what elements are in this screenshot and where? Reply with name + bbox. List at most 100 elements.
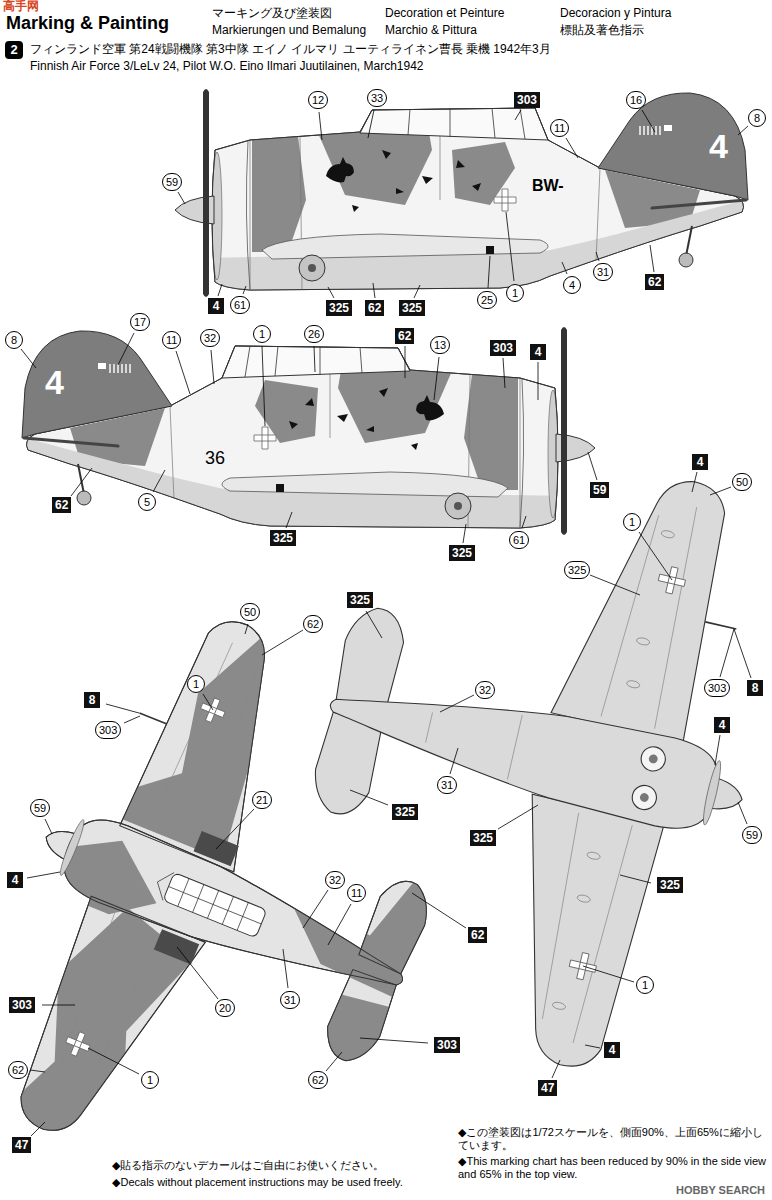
callout-number: 11 bbox=[347, 884, 366, 902]
callout-number: 8 bbox=[748, 109, 766, 127]
side-view-right bbox=[10, 327, 595, 558]
top-view bbox=[0, 889, 202, 1174]
callout-number: 31 bbox=[280, 991, 300, 1009]
watermark: HOBBY SEARCH bbox=[676, 1184, 765, 1197]
paint-code: 62 bbox=[365, 300, 384, 316]
paint-code: 8 bbox=[84, 692, 100, 708]
callout-number: 1 bbox=[506, 284, 524, 302]
top-view bbox=[0, 577, 533, 1200]
paint-code: 325 bbox=[657, 877, 683, 893]
callout-number: 32 bbox=[200, 329, 220, 347]
paint-code: 303 bbox=[9, 997, 35, 1013]
top-view bbox=[263, 826, 469, 1010]
callout-number: 4 bbox=[563, 276, 581, 294]
top-view bbox=[152, 868, 267, 938]
paint-code: 62 bbox=[468, 927, 487, 943]
top-view bbox=[139, 713, 166, 724]
callout-number: 26 bbox=[304, 325, 324, 343]
top-view bbox=[44, 820, 173, 929]
callout-number: 13 bbox=[430, 336, 450, 354]
paint-code: 4 bbox=[714, 717, 730, 733]
callout-number: 325 bbox=[564, 561, 590, 579]
callout-number: 50 bbox=[240, 603, 260, 621]
callout-number: 17 bbox=[130, 313, 150, 331]
callout-number: 20 bbox=[215, 999, 235, 1017]
header-text: Decoration et Peinture bbox=[385, 6, 504, 21]
paint-code: 62 bbox=[395, 328, 414, 344]
chart-title: Marking & Painting bbox=[6, 13, 169, 33]
callout-number: 8 bbox=[5, 331, 23, 349]
paint-code: 62 bbox=[645, 274, 664, 290]
header-text: Markierungen und Bemalung bbox=[212, 23, 366, 38]
callout-number: 303 bbox=[704, 679, 730, 697]
paint-code: 325 bbox=[326, 300, 352, 316]
paint-code: 325 bbox=[449, 545, 475, 561]
top-view bbox=[0, 585, 504, 1200]
note: ◆この塗装図は1/72スケールを、側面90%、上面65%に縮小しています。 bbox=[458, 1126, 768, 1152]
bottom-view bbox=[639, 744, 668, 773]
tail-number: 4 bbox=[709, 128, 728, 164]
top-view bbox=[62, 695, 228, 1060]
callout-number: 62 bbox=[308, 1071, 328, 1089]
callout-number: 1 bbox=[636, 976, 654, 994]
leader-line bbox=[21, 110, 751, 1136]
callout-number: 62 bbox=[303, 615, 323, 633]
paint-code: 62 bbox=[52, 497, 71, 513]
paint-code: 303 bbox=[490, 340, 516, 356]
callout-number: 59 bbox=[30, 799, 50, 817]
bottom-view bbox=[639, 792, 650, 803]
header-text: Finnish Air Force 3/LeLv 24, Pilot W.O. … bbox=[30, 59, 424, 74]
callout-number: 59 bbox=[162, 173, 182, 191]
bottom-view bbox=[263, 413, 772, 1091]
paint-code: 4 bbox=[692, 454, 708, 470]
bottom-view bbox=[700, 760, 723, 826]
paint-code: 47 bbox=[12, 1137, 31, 1153]
note: ◆貼る指示のないデカールはご自由にお使いください。 bbox=[112, 1158, 384, 1172]
bottom-view bbox=[636, 637, 650, 646]
callout-number: 25 bbox=[477, 291, 497, 309]
callout-number: 32 bbox=[325, 871, 345, 889]
bottom-view bbox=[626, 680, 640, 689]
bottom-view bbox=[367, 460, 705, 1045]
paint-code: 4 bbox=[7, 872, 23, 888]
paint-code: 8 bbox=[747, 680, 763, 696]
paint-code: 4 bbox=[208, 298, 224, 314]
callout-number: 31 bbox=[593, 263, 613, 281]
bottom-view bbox=[552, 1001, 566, 1010]
aircraft-code: BW- bbox=[532, 177, 564, 195]
callout-number: 303 bbox=[95, 721, 121, 739]
note: ◆This marking chart has been reduced by … bbox=[458, 1155, 768, 1181]
paint-code: 325 bbox=[270, 530, 296, 546]
header-text: Marchio & Pittura bbox=[385, 23, 477, 38]
callout-number: 1 bbox=[253, 325, 271, 343]
tail-number: 4 bbox=[45, 364, 64, 400]
callout-number: 62 bbox=[8, 1061, 28, 1079]
callout-number: 21 bbox=[252, 791, 272, 809]
paint-code: 59 bbox=[590, 482, 609, 498]
watermark: 高手网 bbox=[3, 0, 39, 13]
callout-number: 16 bbox=[626, 91, 646, 109]
paint-code: 303 bbox=[514, 92, 540, 108]
callout-number: 50 bbox=[732, 473, 752, 491]
bottom-view bbox=[648, 754, 659, 765]
paint-code: 325 bbox=[347, 592, 373, 608]
callout-number: 32 bbox=[475, 681, 495, 699]
callout-number: 33 bbox=[367, 89, 387, 107]
bottom-view bbox=[630, 783, 659, 812]
callout-number: 11 bbox=[162, 331, 181, 349]
header-text: Decoracion y Pintura bbox=[560, 6, 671, 21]
bottom-view bbox=[567, 564, 688, 982]
bottom-view bbox=[586, 851, 600, 860]
callout-number: 1 bbox=[141, 1071, 159, 1089]
side-view-left bbox=[175, 89, 760, 320]
paint-code: 4 bbox=[604, 1042, 620, 1058]
note: ◆Decals without placement instructions m… bbox=[112, 1175, 403, 1189]
bottom-view bbox=[263, 413, 772, 1091]
callout-number: 1 bbox=[187, 675, 205, 693]
bottom-view bbox=[661, 530, 675, 539]
top-view bbox=[0, 585, 504, 1200]
top-view bbox=[38, 640, 272, 1122]
